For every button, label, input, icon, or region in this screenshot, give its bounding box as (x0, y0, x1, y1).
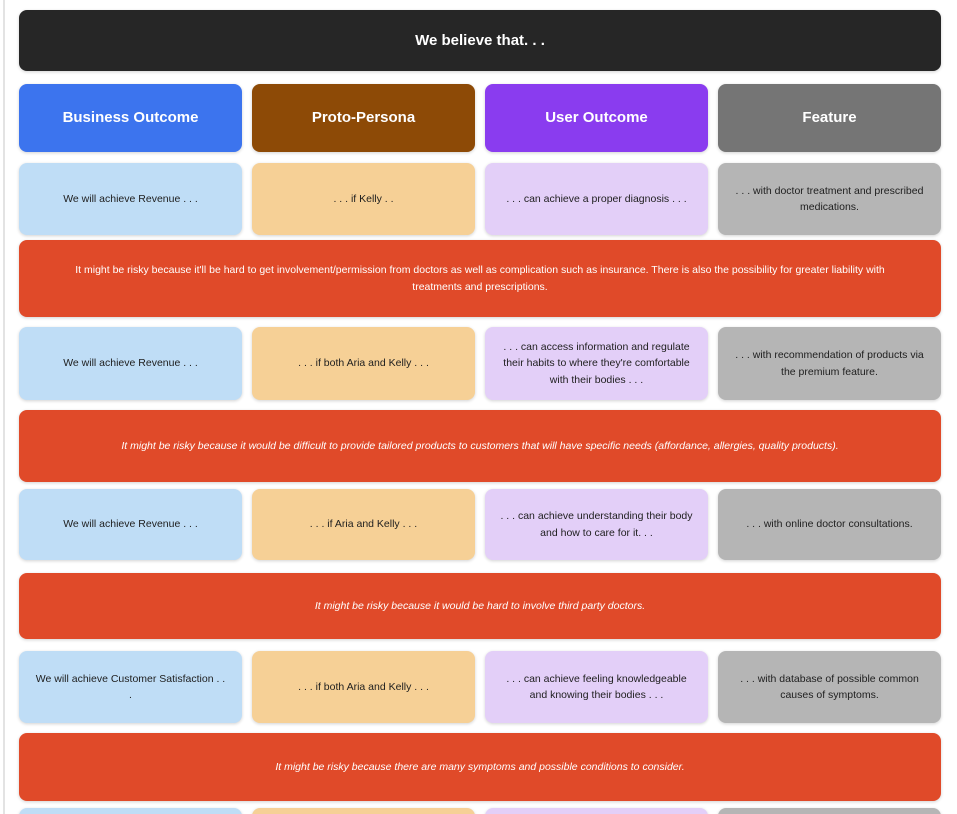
proto-persona-card[interactable]: . . . if Aria and Kelly . . . (252, 489, 475, 560)
risk-note-card[interactable]: It might be risky because it would be di… (19, 410, 941, 482)
proto-persona-card[interactable]: . . . if Kelly . . (252, 163, 475, 235)
user-outcome-card[interactable]: . . . can access information and regulat… (485, 327, 708, 400)
card-text: We will achieve Revenue . . . (63, 518, 198, 531)
feature-card[interactable]: . . . with database of possible common c… (718, 651, 941, 723)
risk-text: It might be risky because it'll be hard … (75, 264, 885, 293)
card-text: . . . if Kelly . . (333, 192, 394, 205)
card-text: . . . can access information and regulat… (503, 341, 690, 386)
risk-note-card[interactable]: It might be risky because it'll be hard … (19, 240, 941, 317)
feature-card[interactable]: . . . with recommendation of products vi… (718, 327, 941, 400)
card-text: . . . if Aria and Kelly . . . (309, 518, 418, 531)
risk-text: It might be risky because there are many… (275, 760, 685, 773)
column-header-user-outcome[interactable]: User Outcome (485, 84, 708, 152)
user-outcome-card[interactable]: . . . can achieve understanding their bo… (485, 489, 708, 560)
feature-card[interactable]: . . . with doctor treatment and prescrib… (718, 163, 941, 235)
column-header-label: User Outcome (545, 109, 648, 127)
column-header-feature[interactable]: Feature (718, 84, 941, 152)
user-outcome-card[interactable] (485, 808, 708, 814)
hypothesis-title-text: We believe that. . . (415, 31, 545, 49)
business-outcome-card[interactable]: We will achieve Revenue . . . (19, 163, 242, 235)
canvas-edge-divider (3, 0, 5, 814)
risk-note-card[interactable]: It might be risky because it would be ha… (19, 573, 941, 639)
card-text: We will achieve Customer Satisfaction . … (35, 672, 226, 701)
card-text: . . . can achieve feeling knowledgeable … (506, 672, 687, 701)
risk-text: It might be risky because it would be di… (121, 439, 839, 452)
proto-persona-card[interactable]: . . . if both Aria and Kelly . . . (252, 651, 475, 723)
card-text: . . . with online doctor consultations. (746, 518, 913, 531)
card-text: . . . can achieve understanding their bo… (500, 510, 693, 539)
hypothesis-title-card[interactable]: We believe that. . . (19, 10, 941, 71)
user-outcome-card[interactable]: . . . can achieve a proper diagnosis . .… (485, 163, 708, 235)
card-text: . . . if both Aria and Kelly . . . (298, 680, 429, 693)
user-outcome-card[interactable]: . . . can achieve feeling knowledgeable … (485, 651, 708, 723)
column-header-business-outcome[interactable]: Business Outcome (19, 84, 242, 152)
business-outcome-card[interactable]: We will achieve Customer Satisfaction . … (19, 651, 242, 723)
card-text: We will achieve Revenue . . . (63, 192, 198, 205)
proto-persona-card[interactable]: . . . if both Aria and Kelly . . . (252, 327, 475, 400)
card-text: . . . if both Aria and Kelly . . . (298, 357, 429, 370)
business-outcome-card[interactable]: We will achieve Revenue . . . (19, 327, 242, 400)
card-text: . . . with database of possible common c… (740, 672, 919, 701)
column-header-proto-persona[interactable]: Proto-Persona (252, 84, 475, 152)
proto-persona-card[interactable] (252, 808, 475, 814)
column-header-label: Feature (802, 109, 857, 127)
business-outcome-card[interactable] (19, 808, 242, 814)
column-header-label: Business Outcome (62, 109, 199, 127)
card-text: We will achieve Revenue . . . (63, 357, 198, 370)
business-outcome-card[interactable]: We will achieve Revenue . . . (19, 489, 242, 560)
risk-text: It might be risky because it would be ha… (314, 599, 646, 612)
feature-card[interactable] (718, 808, 941, 814)
card-text: . . . with recommendation of products vi… (735, 349, 924, 378)
card-text: . . . with doctor treatment and prescrib… (735, 184, 924, 213)
feature-card[interactable]: . . . with online doctor consultations. (718, 489, 941, 560)
card-text: . . . can achieve a proper diagnosis . .… (506, 192, 687, 205)
column-header-label: Proto-Persona (311, 109, 416, 127)
risk-note-card[interactable]: It might be risky because there are many… (19, 733, 941, 801)
